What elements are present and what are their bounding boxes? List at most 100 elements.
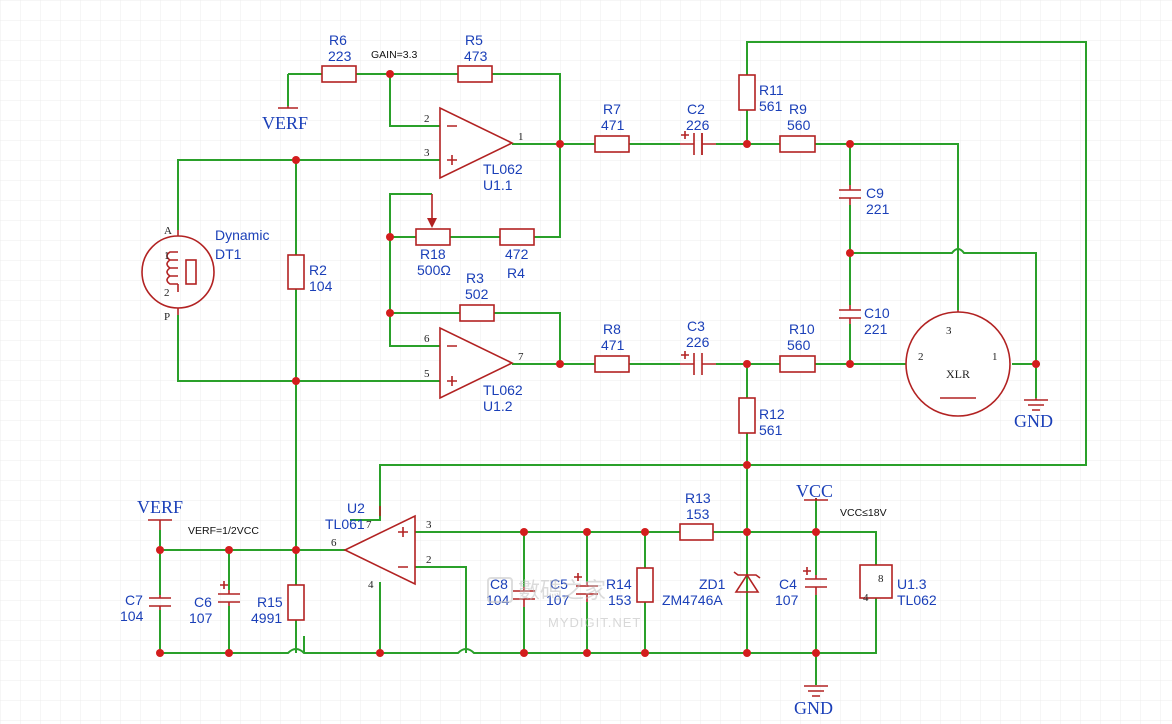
- pin-u11-out: 1: [518, 131, 524, 143]
- r13-ref: R13: [685, 490, 711, 506]
- c9-ref: C9: [866, 185, 884, 201]
- pin-u12-non: 5: [424, 368, 430, 380]
- capacitors: [149, 131, 861, 610]
- watermark-sub: MYDIGIT.NET: [548, 615, 641, 630]
- r3-body: [459, 304, 495, 322]
- opamp-u1-1: [439, 106, 514, 180]
- r15-ref: R15: [257, 594, 283, 610]
- c8-ref: C8: [490, 576, 508, 592]
- opamp-u2: [343, 506, 416, 586]
- mic-pin-a: A: [164, 225, 172, 237]
- r5-body: [457, 65, 493, 83]
- pin-u11-non: 3: [424, 147, 430, 159]
- c5-ref: C5: [550, 576, 568, 592]
- r18-wiper-arrow: [427, 218, 437, 228]
- c2-symbol: [680, 131, 716, 155]
- watermark-logo-icon: [487, 577, 513, 603]
- pin-u13-4: 4: [863, 592, 869, 604]
- zener-zd1: [733, 571, 761, 593]
- component-labels: R6 223 R5 473 GAIN=3.3 R7 471 C2 226 R11…: [120, 32, 970, 626]
- r12-ref: R12: [759, 406, 785, 422]
- pin-u12-inv: 6: [424, 333, 430, 345]
- wires: [159, 41, 1087, 685]
- r8-value: 471: [601, 337, 625, 353]
- r7-body: [594, 135, 630, 153]
- opamp-u1-2: [439, 326, 514, 400]
- r9-value: 560: [787, 117, 811, 133]
- c6-symbol: [218, 581, 240, 606]
- pin-u2-out: 6: [331, 537, 337, 549]
- r11-value: 561: [759, 98, 783, 114]
- c7-value: 104: [120, 608, 144, 624]
- pin-u2-non: 3: [426, 519, 432, 531]
- r13-value: 153: [686, 506, 710, 522]
- r11-ref: R11: [759, 82, 784, 98]
- zd1-ref: ZD1: [699, 576, 726, 592]
- c8-symbol: [513, 587, 535, 607]
- r15-value: 4991: [251, 610, 282, 626]
- r5-value: 473: [464, 48, 488, 64]
- verf-left-symbol: [148, 519, 172, 530]
- verf-note: VERF=1/2VCC: [188, 525, 259, 537]
- r4-value: 472: [505, 246, 529, 262]
- c5-value: 107: [546, 592, 570, 608]
- c5-symbol: [574, 573, 598, 602]
- r5-ref: R5: [465, 32, 483, 48]
- u13-value: TL062: [897, 592, 937, 608]
- r18-ref: R18: [420, 246, 446, 262]
- gnd-bottom-symbol: [804, 685, 828, 697]
- r14-body: [636, 567, 654, 603]
- vcc-note: VCC≤18V: [840, 507, 887, 519]
- c10-value: 221: [864, 321, 888, 337]
- r13-body: [679, 523, 714, 541]
- verf-top-label: VERF: [262, 113, 308, 133]
- r3-value: 502: [465, 286, 489, 302]
- r10-ref: R10: [789, 321, 815, 337]
- pin-u2-v7: 7: [366, 519, 372, 531]
- r18-body: [415, 228, 451, 246]
- watermark: 數碼之家 MYDIGIT.NET: [487, 577, 641, 630]
- r18-value: 500Ω: [417, 262, 451, 278]
- c6-value: 107: [189, 610, 213, 626]
- c10-symbol: [839, 305, 861, 324]
- c4-value: 107: [775, 592, 799, 608]
- c3-symbol: [680, 351, 716, 375]
- u11-ref: U1.1: [483, 177, 513, 193]
- pin-u12-out: 7: [518, 351, 524, 363]
- r10-value: 560: [787, 337, 811, 353]
- r7-ref: R7: [603, 101, 621, 117]
- junctions: [156, 70, 1040, 657]
- c9-symbol: [839, 185, 861, 205]
- zd1-value: ZM4746A: [662, 592, 723, 608]
- opamp-u1-3-power: [859, 564, 893, 599]
- c3-ref: C3: [687, 318, 705, 334]
- u12-ref: U1.2: [483, 398, 513, 414]
- c7-ref: C7: [125, 592, 143, 608]
- c9-value: 221: [866, 201, 890, 217]
- r14-ref: R14: [606, 576, 632, 592]
- mic-pin-1: 1: [164, 250, 170, 262]
- pin-numbers: 2 3 1 6 5 7 3 2 6 4 7 4 8 A 1 2 P 2 1 3: [164, 113, 998, 604]
- xlr-connector: [905, 310, 1011, 417]
- c4-symbol: [803, 567, 827, 595]
- dt1-ref: DT1: [215, 246, 242, 262]
- c7-symbol: [149, 595, 171, 610]
- gnd-xlr-symbol: [1024, 398, 1048, 411]
- verf-left-label: VERF: [137, 497, 183, 517]
- verf-top-symbol: [278, 106, 298, 109]
- c8-value: 104: [486, 592, 510, 608]
- mic-dt1: [141, 230, 215, 315]
- c2-ref: C2: [687, 101, 705, 117]
- dt1-value: Dynamic: [215, 227, 269, 243]
- r3-ref: R3: [466, 270, 484, 286]
- mic-pin-p: P: [164, 311, 170, 323]
- gain-note: GAIN=3.3: [371, 49, 418, 61]
- c10-ref: C10: [864, 305, 890, 321]
- u2-ref: U2: [347, 500, 365, 516]
- r4-ref: R4: [507, 265, 525, 281]
- mic-pin-2: 2: [164, 287, 170, 299]
- pin-u2-inv: 2: [426, 554, 432, 566]
- c6-ref: C6: [194, 594, 212, 610]
- pin-u2-v4: 4: [368, 579, 374, 591]
